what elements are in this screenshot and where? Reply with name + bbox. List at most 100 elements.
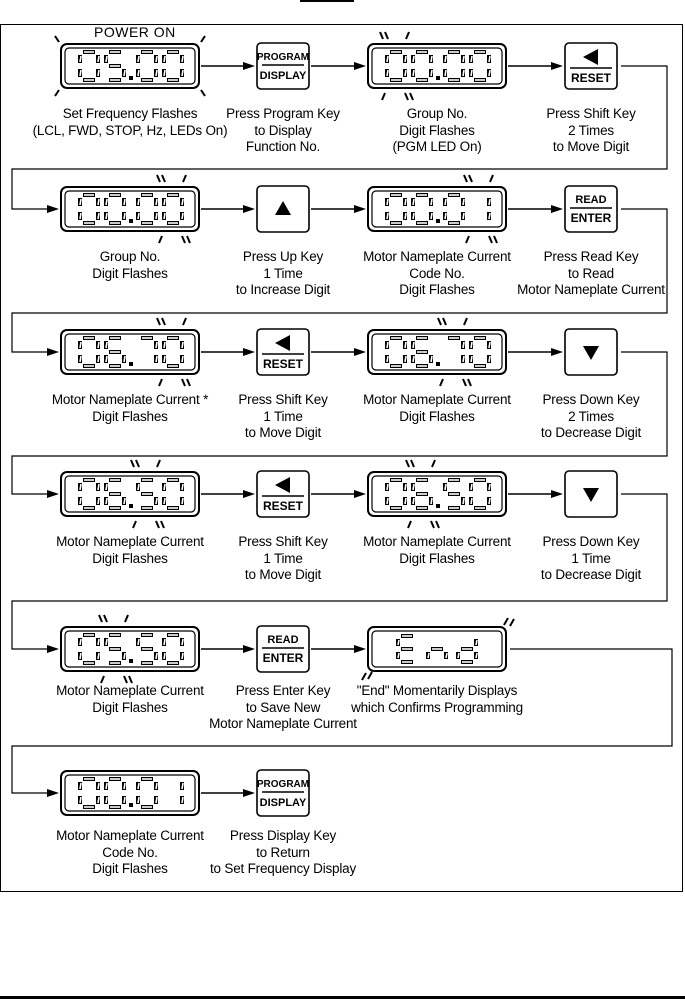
segment-inner [475, 652, 478, 659]
segment-inner [137, 55, 140, 63]
segment-inner [488, 212, 491, 220]
key-outline [564, 185, 618, 233]
power-on-label: POWER ON [94, 24, 176, 40]
segment-inner [488, 483, 491, 491]
display-inner [371, 333, 503, 371]
segment-inner [97, 198, 100, 206]
segment-inner [105, 355, 108, 363]
segment-inner [155, 796, 158, 804]
segment-inner [470, 341, 473, 349]
flash-mark [186, 378, 191, 387]
segment-inner [123, 497, 126, 505]
segment-inner [97, 652, 100, 660]
segment-inner [123, 652, 126, 660]
flow-arrow [311, 205, 366, 213]
segment-inner [155, 212, 158, 220]
key-label: RESET [263, 357, 304, 371]
row-connector [11, 648, 673, 797]
segment-inner [470, 483, 473, 491]
segment-inner [430, 212, 433, 220]
segment-inner [412, 355, 415, 363]
caption-line: which Confirms Programming [351, 699, 523, 715]
segment-inner [488, 341, 491, 349]
segment-inner [386, 212, 389, 220]
segment-inner [79, 796, 82, 804]
caption-line: Group No. [406, 106, 468, 121]
flow-arrow [311, 62, 366, 70]
segment-inner [412, 198, 415, 206]
caption-line: Digit Flashes [92, 408, 168, 424]
flash-mark [161, 174, 166, 183]
segment-inner [181, 198, 184, 206]
key-2-3 [564, 328, 618, 376]
segment-inner [155, 69, 158, 77]
connector-line [11, 208, 668, 353]
arrowhead [47, 348, 59, 356]
segment-inner [404, 198, 407, 206]
segment-inner [155, 198, 158, 206]
flash-mark [493, 235, 498, 244]
flow-arrow [201, 645, 255, 653]
flow-arrow [201, 62, 255, 70]
display-3-0 [60, 459, 200, 529]
caption-line: Motor Nameplate Current [363, 392, 511, 407]
segment-inner [137, 212, 140, 220]
caption-line: Press Up Key [242, 249, 324, 264]
caption-line: Press Down Key [542, 534, 640, 549]
segment-inner [123, 355, 126, 363]
segment-inner [163, 341, 166, 349]
bottom-rule [0, 996, 685, 999]
caption-line: Press Enter Key [235, 683, 331, 698]
segment-inner [181, 212, 184, 220]
segment-inner [386, 497, 389, 505]
row-connector [11, 208, 668, 356]
segment-inner [412, 341, 415, 349]
key-outline [256, 769, 310, 817]
caption-line: to Save New [245, 699, 321, 715]
display-1-2 [367, 174, 507, 244]
connector-line [11, 351, 668, 495]
segment-inner [105, 497, 108, 505]
segment-inner [386, 69, 389, 77]
segment-inner [97, 483, 100, 491]
segment-inner [412, 55, 415, 63]
segment-inner [397, 652, 400, 659]
diagram-frame [0, 24, 683, 892]
segment-inner [79, 212, 82, 220]
caption-line: to Decrease Digit [540, 567, 642, 582]
flow-arrow [508, 205, 563, 213]
segment-inner [412, 69, 415, 77]
flow-arrow [201, 789, 255, 797]
segment-inner [105, 212, 108, 220]
caption-line: Motor Nameplate Current [56, 828, 204, 843]
arrowhead [243, 490, 255, 498]
segment-inner [137, 69, 140, 77]
flash-mark [124, 614, 129, 623]
segment-inner [155, 652, 158, 660]
segment-inner [488, 355, 491, 363]
up-triangle-icon [275, 201, 291, 215]
key-outline [256, 625, 310, 673]
display-inner [64, 475, 196, 513]
decimal-point [129, 504, 133, 508]
flash-mark [503, 617, 509, 626]
display-inner [371, 47, 503, 85]
segment-inner [430, 355, 433, 363]
segment-inner [97, 69, 100, 77]
segment-inner [488, 55, 491, 63]
segment-inner [163, 355, 166, 363]
segment-inner [444, 212, 447, 220]
left-triangle-icon [583, 49, 598, 65]
segment-inner [404, 55, 407, 63]
flash-mark [181, 378, 186, 387]
key-label: RESET [263, 499, 304, 513]
segment-inner [462, 55, 465, 63]
arrowhead [354, 348, 366, 356]
